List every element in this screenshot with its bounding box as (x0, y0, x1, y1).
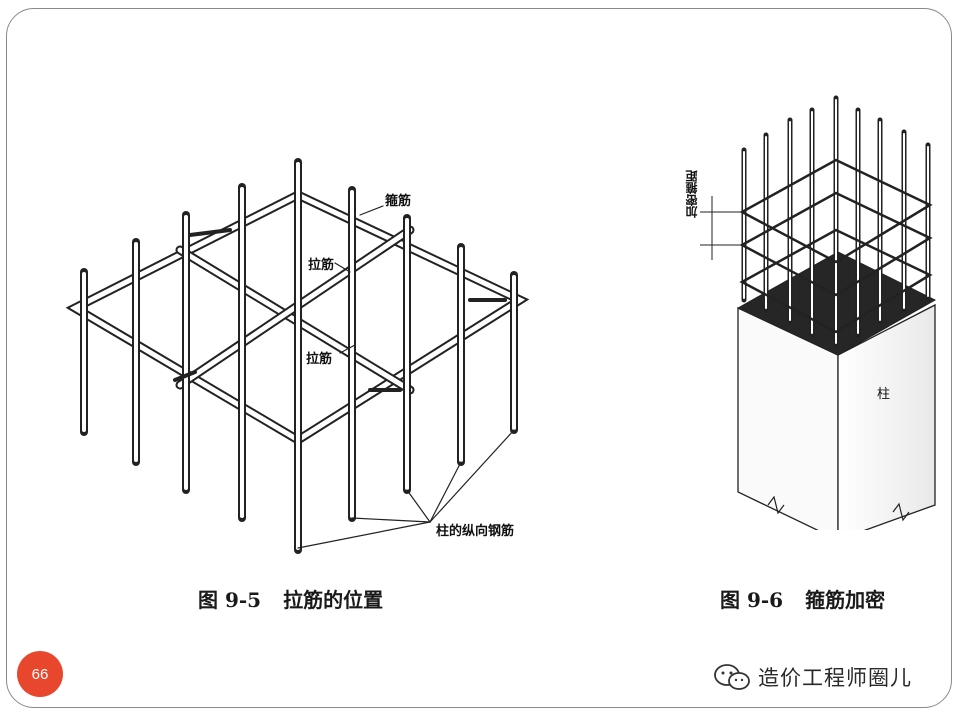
rebar-cage-diagram (65, 158, 530, 554)
caption-figure-9-5: 图 9-5 拉筋的位置 (198, 584, 383, 613)
figure-tie-position (60, 150, 560, 570)
label-tie-lower: 拉筋 (306, 352, 333, 367)
label-stirrup: 箍筋 (385, 194, 412, 209)
caption-number: 图 9-5 (198, 588, 262, 612)
column-diagram (700, 95, 937, 530)
brand-watermark: 造价工程师圈儿 (712, 660, 912, 694)
label-longitudinal-bars: 柱的纵向钢筋 (436, 524, 515, 539)
page-number-badge: 66 (17, 651, 63, 697)
figure-stirrup-densification (680, 90, 950, 530)
caption-figure-9-6: 图 9-6 箍筋加密 (720, 584, 885, 613)
label-column: 柱 (877, 387, 891, 402)
caption-number: 图 9-6 (720, 588, 784, 612)
label-tie-upper: 拉筋 (308, 258, 335, 273)
label-dense-spacing: 加密箍距 (685, 170, 699, 218)
caption-title: 箍筋加密 (805, 588, 886, 612)
caption-title: 拉筋的位置 (283, 588, 384, 612)
wechat-icon (714, 664, 750, 690)
brand-text: 造价工程师圈儿 (758, 666, 912, 690)
